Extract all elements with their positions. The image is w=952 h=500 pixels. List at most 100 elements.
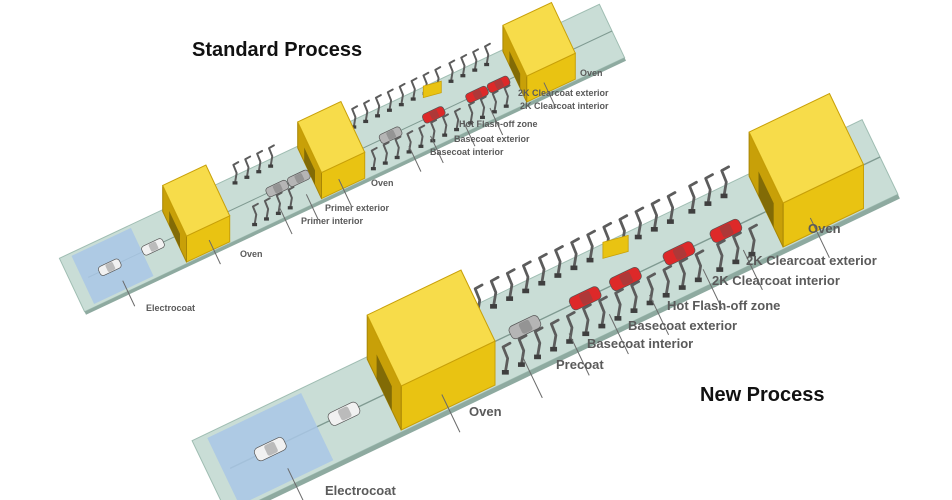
oven-top (162, 164, 231, 237)
painting-robot (430, 119, 438, 142)
painting-robot (748, 223, 758, 256)
robot-base (375, 114, 381, 118)
painting-robot (244, 155, 252, 179)
painting-robot (460, 53, 468, 77)
new-labels: Oven 2K Clearcoat exterior 2K Clearcoat … (325, 221, 877, 498)
robot-base (650, 227, 658, 232)
standard-basecoat-interior-label: Basecoat interior (430, 147, 504, 157)
robot-base (666, 219, 674, 224)
car-window (148, 241, 159, 252)
painting-robot (582, 303, 592, 336)
painting-robot (646, 272, 657, 305)
new-oven2-label: Oven (808, 221, 841, 236)
label-leader (287, 468, 304, 500)
car-body (609, 266, 642, 291)
robot-base (694, 277, 702, 283)
robot-base (534, 354, 541, 360)
painting-robot (382, 141, 390, 165)
robot-base (363, 119, 369, 124)
new-process-title: New Process (700, 384, 825, 406)
standard-electrocoat-label: Electrocoat (146, 303, 195, 313)
car-shell (568, 286, 602, 311)
standard-clearcoat-exterior-label: 2K Clearcoat exterior (518, 88, 609, 98)
new-clearcoat-exterior-label: 2K Clearcoat exterior (746, 253, 877, 268)
robot-base (732, 259, 740, 265)
standard-clearcoat-interior-label: 2K Clearcoat interior (520, 101, 609, 111)
painting-robot (678, 257, 689, 289)
car-window (719, 223, 734, 238)
car-window (672, 246, 687, 260)
car-body (422, 106, 446, 124)
painting-robot (704, 173, 714, 206)
car-shell (327, 401, 361, 426)
robot-base (491, 110, 497, 114)
label-leader (430, 135, 444, 164)
standard-process-title: Standard Process (192, 39, 362, 61)
painting-robot (570, 237, 580, 270)
robot-base (586, 257, 594, 263)
painting-robot (501, 341, 512, 374)
label-leader (649, 294, 670, 336)
oven-door (509, 51, 521, 89)
car-shell (378, 126, 403, 144)
painting-robot (505, 268, 516, 301)
robot-base (538, 280, 546, 286)
oven-door (169, 211, 180, 249)
robot-base (468, 121, 474, 125)
car-shell (662, 241, 696, 266)
robot-base (448, 79, 454, 83)
robot-base (566, 339, 574, 344)
robot-base (630, 308, 638, 313)
robot-base (275, 211, 281, 216)
painting-robot (484, 42, 491, 66)
painting-robot (263, 197, 271, 220)
car-body (662, 241, 696, 266)
oven-door (304, 147, 315, 185)
robot-base (244, 175, 250, 179)
standard-hot-flash-off-label: Hot Flash-off zone (459, 119, 538, 129)
car-body (568, 286, 602, 311)
oven-top (366, 269, 496, 387)
robot-base (398, 103, 404, 107)
painting-robot (479, 95, 487, 119)
standard-primer-interior-label: Primer interior (301, 216, 364, 226)
painting-robot (386, 88, 394, 112)
label-leader (702, 269, 723, 310)
car-shell (508, 315, 542, 340)
robot-base (522, 288, 530, 294)
robot-base (614, 316, 622, 321)
label-leader (462, 120, 476, 147)
robot-base (232, 181, 238, 185)
painting-robot (716, 239, 726, 271)
label-leader (809, 217, 830, 258)
car-body (141, 238, 165, 256)
painting-robot (666, 191, 677, 223)
robot-base (454, 127, 460, 132)
robot-base (720, 193, 728, 199)
robot-base (748, 251, 756, 257)
painting-robot (598, 295, 608, 328)
car-window (337, 406, 352, 421)
robot-base (490, 304, 497, 309)
car-window (105, 262, 116, 272)
robot-base (554, 273, 562, 278)
robot-base (501, 370, 509, 375)
oven-door (758, 171, 774, 228)
car-window (386, 129, 396, 140)
robot-base (268, 164, 274, 168)
robot-base (386, 108, 392, 112)
painting-robot (630, 280, 640, 313)
car-window (518, 319, 533, 334)
standard-oven3-label: Oven (580, 68, 603, 78)
car-shell (141, 238, 165, 256)
robot-base (394, 155, 400, 160)
standard-basecoat-exterior-label: Basecoat exterior (454, 134, 530, 144)
oven-top (297, 100, 366, 174)
conveyor-track-edge (259, 194, 900, 500)
painting-robot (565, 311, 576, 343)
robot-base (460, 74, 466, 78)
painting-robot (538, 252, 548, 285)
painting-robot (522, 260, 532, 293)
car-body (508, 315, 542, 340)
painting-robot (287, 186, 295, 209)
